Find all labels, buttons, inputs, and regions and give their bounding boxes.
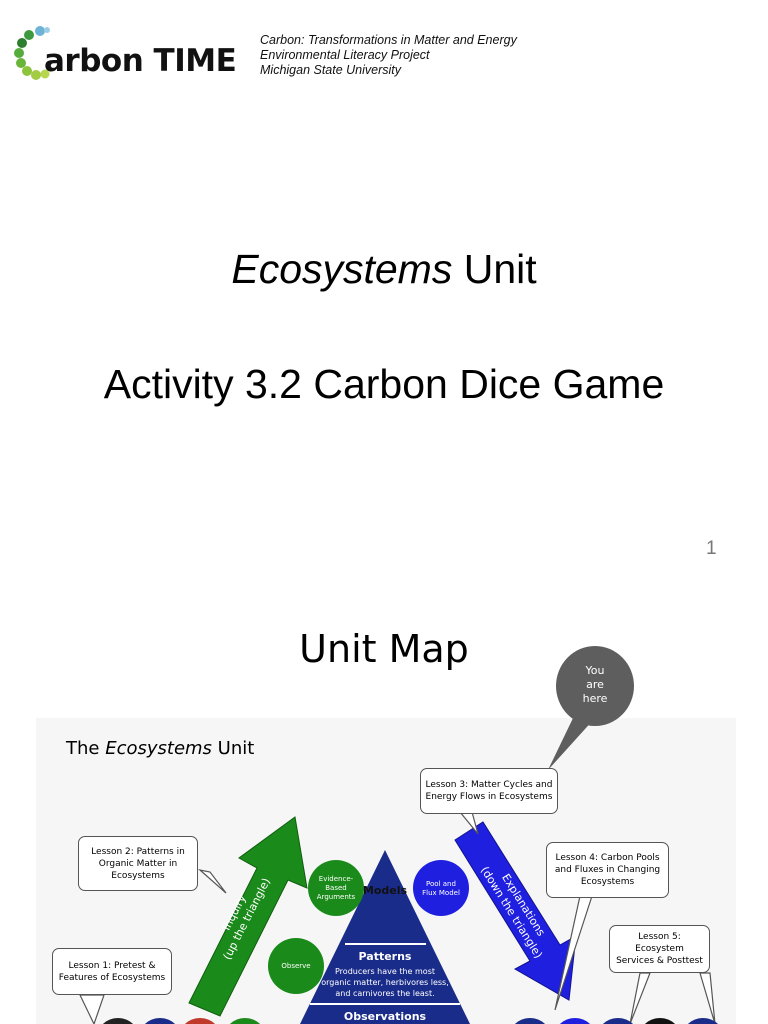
logo-wordmark: arbon TIME — [44, 43, 237, 79]
pool-flux-circle-label: Pool and Flux Model — [413, 880, 469, 898]
lesson-1-callout: Lesson 1: Pretest &Features of Ecosystem… — [52, 948, 172, 995]
callout-line: and Fluxes in Changing — [554, 865, 661, 875]
pyramid — [300, 850, 470, 1024]
lesson-circle — [687, 1018, 719, 1024]
bubble-line: here — [582, 692, 608, 705]
callout-line: Organic Matter in — [98, 858, 178, 869]
lesson-circle — [102, 1018, 134, 1024]
pyramid-models-label: Models — [362, 884, 408, 897]
lesson-circle — [559, 1018, 591, 1024]
pyramid-line: organic matter, herbivores less, — [321, 978, 449, 987]
inquiry-arrow — [188, 816, 308, 1017]
lesson-circle — [184, 1018, 216, 1024]
circle-line: Evidence- — [318, 875, 354, 883]
lesson-4-callout: Lesson 4: Carbon Pools and Fluxes in Chan… — [546, 842, 669, 898]
callout-tail — [629, 972, 651, 1024]
callout-line: Lesson 1: Pretest & — [68, 960, 156, 971]
page-number: 1 — [706, 538, 717, 559]
unit-title-emphasis: Ecosystems — [231, 246, 453, 292]
callout-line: Lesson 5: Ecosystem — [635, 932, 684, 954]
callout-line: Lesson 4: Carbon Pools — [555, 853, 660, 863]
unit-title-rest: Unit — [452, 246, 537, 292]
bubble-tail — [548, 714, 595, 770]
evidence-circle — [308, 860, 364, 916]
pyramid-line: Producers have the most — [335, 967, 435, 976]
tagline-line: Carbon: Transformations in Matter and En… — [260, 33, 517, 47]
callout-line: Lesson 3: Matter Cycles and — [425, 780, 553, 790]
evidence-circle-label: Evidence- Based Arguments — [308, 875, 364, 902]
callout-line: Features of Ecosystems — [58, 972, 166, 983]
circle-line: Arguments — [316, 893, 356, 901]
callout-line: Energy Flows in Ecosystems — [425, 792, 553, 802]
project-tagline: Carbon: Transformations in Matter and En… — [260, 33, 517, 78]
circle-line: Pool and — [426, 880, 456, 888]
pyramid-patterns-text: Producers have the most organic matter, … — [310, 966, 460, 999]
observe-circle-label: Observe — [281, 962, 311, 970]
activity-title: Activity 3.2 Carbon Dice Game — [103, 361, 665, 407]
callout-line: Services & Posttest — [616, 956, 703, 966]
lesson-circle — [514, 1018, 546, 1024]
callout-tail — [699, 972, 716, 1024]
you-are-here-text: You are here — [557, 664, 633, 706]
unit-map-title: Unit Map — [299, 627, 469, 671]
pyramid-patterns-label: Patterns — [358, 950, 412, 963]
carbon-c-leaf-icon — [14, 26, 50, 80]
bubble-line: You — [585, 664, 605, 677]
callout-line: Ecosystems — [111, 870, 165, 881]
carbon-time-logo: arbon TIME — [14, 24, 256, 82]
map-heading-prefix: The — [66, 738, 106, 759]
pyramid-observations-label: Observations — [343, 1010, 427, 1023]
explanations-arrow — [454, 821, 577, 1001]
pyramid-line: and carnivores the least. — [335, 989, 435, 998]
callout-tail — [197, 868, 227, 894]
callout-tail — [79, 994, 105, 1024]
callout-line: Ecosystems — [580, 877, 635, 887]
map-heading: The Ecosystems Unit — [66, 738, 254, 759]
bubble-line: are — [586, 678, 604, 691]
circle-line: Based — [325, 884, 347, 892]
observe-circle — [268, 938, 324, 994]
circle-line: Flux Model — [422, 889, 460, 897]
unit-title: Ecosystems Unit — [0, 246, 768, 293]
map-heading-suffix: Unit — [211, 738, 255, 759]
callout-line: Lesson 2: Patterns in — [91, 846, 185, 857]
you-are-here-bubble — [556, 646, 634, 726]
pool-flux-circle — [413, 860, 469, 916]
lesson-circle — [229, 1018, 261, 1024]
lesson-circle — [602, 1018, 634, 1024]
tagline-line: Environmental Literacy Project — [260, 48, 430, 62]
lesson-circle — [644, 1018, 676, 1024]
lesson-circle — [144, 1018, 176, 1024]
tagline-line: Michigan State University — [260, 63, 402, 77]
map-heading-emphasis: Ecosystems — [105, 738, 212, 759]
